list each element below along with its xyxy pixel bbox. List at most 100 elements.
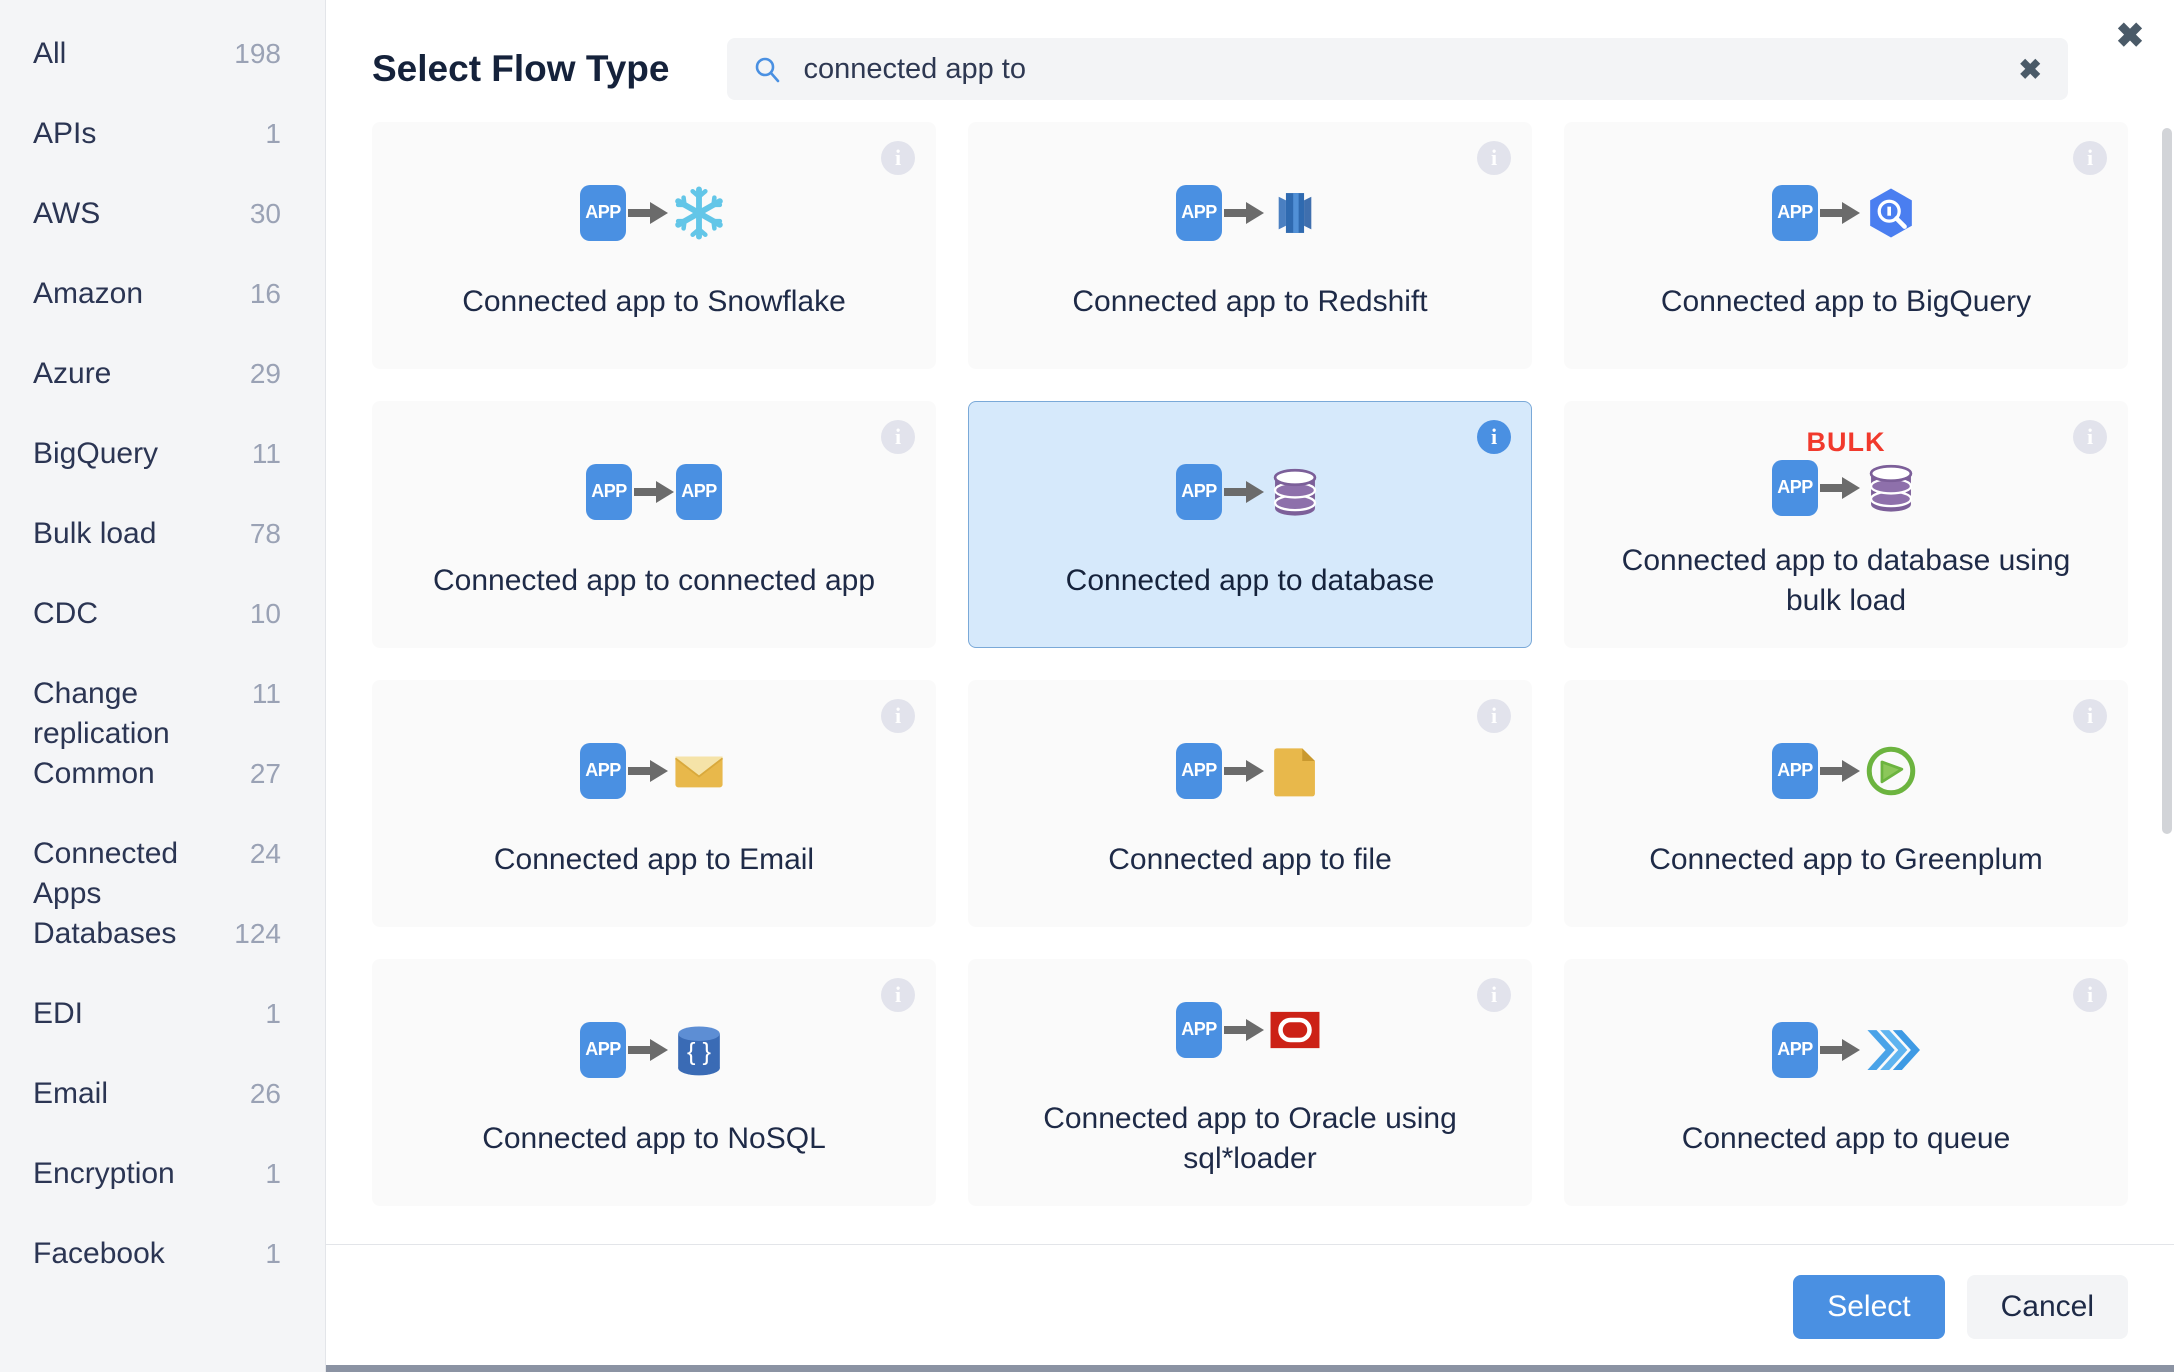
- app-chip-icon: APP: [1176, 1001, 1222, 1058]
- info-icon[interactable]: i: [1477, 141, 1511, 175]
- app-chip-icon: APP: [580, 184, 626, 241]
- sidebar-item-label: CDC: [33, 597, 98, 630]
- snowflake-icon: [675, 185, 723, 240]
- arrow-right-icon: [1818, 473, 1862, 503]
- flow-type-artwork: APP: [1772, 728, 1920, 814]
- vertical-scrollbar[interactable]: [2160, 0, 2174, 1372]
- database-icon: [1273, 468, 1317, 516]
- sidebar-item-label: Connected Apps: [33, 837, 179, 910]
- cancel-button[interactable]: Cancel: [1966, 1274, 2128, 1339]
- app-chip-icon: APP: [580, 1021, 626, 1078]
- search-input[interactable]: [803, 52, 1993, 86]
- app-chip-icon: APP: [1772, 742, 1818, 799]
- info-icon[interactable]: i: [881, 420, 915, 454]
- flow-type-label: Connected app to NoSQL: [482, 1121, 826, 1155]
- arrow-right-icon: [626, 756, 670, 786]
- flow-type-label: Connected app to Oracle using sql*loader: [1043, 1101, 1457, 1175]
- sidebar-item-count: 78: [249, 518, 281, 549]
- page-title: Select Flow Type: [372, 48, 670, 89]
- nosql-icon: { }: [678, 1025, 720, 1075]
- sidebar-item-count: 27: [249, 758, 281, 789]
- search-icon: [753, 55, 781, 83]
- info-icon[interactable]: i: [1477, 978, 1511, 1012]
- info-icon[interactable]: i: [881, 699, 915, 733]
- info-icon[interactable]: i: [2073, 978, 2107, 1012]
- flow-type-label: Connected app to BigQuery: [1660, 284, 2032, 318]
- sidebar-item-count: 24: [249, 838, 281, 869]
- flow-type-artwork: APP: [580, 170, 728, 256]
- info-icon[interactable]: i: [1477, 420, 1511, 454]
- sidebar-item-count: 198: [234, 38, 281, 69]
- flow-type-artwork: APP: [1176, 449, 1324, 535]
- info-icon[interactable]: i: [2073, 141, 2107, 175]
- sidebar-item-count: 1: [265, 1238, 281, 1269]
- info-icon[interactable]: i: [2073, 699, 2107, 733]
- clear-search-icon[interactable]: ✖: [2018, 53, 2042, 85]
- info-icon[interactable]: i: [881, 978, 915, 1012]
- arrow-right-icon: [1818, 756, 1862, 786]
- sidebar-item-connected-apps[interactable]: Connected Apps 24: [0, 834, 325, 914]
- bulk-badge: BULK: [1806, 426, 1886, 457]
- sidebar-item-label: Email: [33, 1077, 109, 1110]
- info-icon[interactable]: i: [2073, 420, 2107, 454]
- select-button[interactable]: Select: [1793, 1274, 1945, 1339]
- flow-type-label: Connected app to file: [1108, 842, 1392, 876]
- info-icon[interactable]: i: [881, 141, 915, 175]
- sidebar-item-email[interactable]: Email 26: [0, 1074, 325, 1154]
- search-box[interactable]: ✖: [727, 38, 2068, 100]
- flow-icons-row: APP: [1176, 184, 1324, 242]
- sidebar-item-count: 26: [249, 1078, 281, 1109]
- close-icon[interactable]: ✖: [2115, 17, 2145, 55]
- sidebar-item-label: BigQuery: [33, 437, 159, 470]
- flow-type-label: Connected app to database: [1065, 563, 1435, 597]
- file-icon: [1274, 747, 1315, 796]
- sidebar-item-label: Azure: [33, 357, 112, 390]
- arrow-right-icon: [1818, 198, 1862, 228]
- redshift-icon: [1278, 192, 1312, 233]
- flow-type-artwork: APP: [1176, 728, 1324, 814]
- flow-icons-row: APP: [1176, 742, 1324, 800]
- info-icon[interactable]: i: [1477, 699, 1511, 733]
- flow-icons-row: APP: [1772, 459, 1920, 517]
- scrollbar-thumb[interactable]: [2162, 128, 2172, 834]
- app-chip-icon: APP: [1176, 742, 1222, 799]
- oracle-icon: [1270, 1011, 1320, 1048]
- flow-type-artwork: APP: [1176, 987, 1324, 1073]
- flow-icons-row: APP: [1176, 1001, 1324, 1059]
- arrow-right-icon: [1818, 1035, 1862, 1065]
- flow-type-label: Connected app to Greenplum: [1649, 842, 2043, 876]
- sidebar-item-label: APIs: [33, 117, 97, 150]
- arrow-right-icon: [626, 198, 670, 228]
